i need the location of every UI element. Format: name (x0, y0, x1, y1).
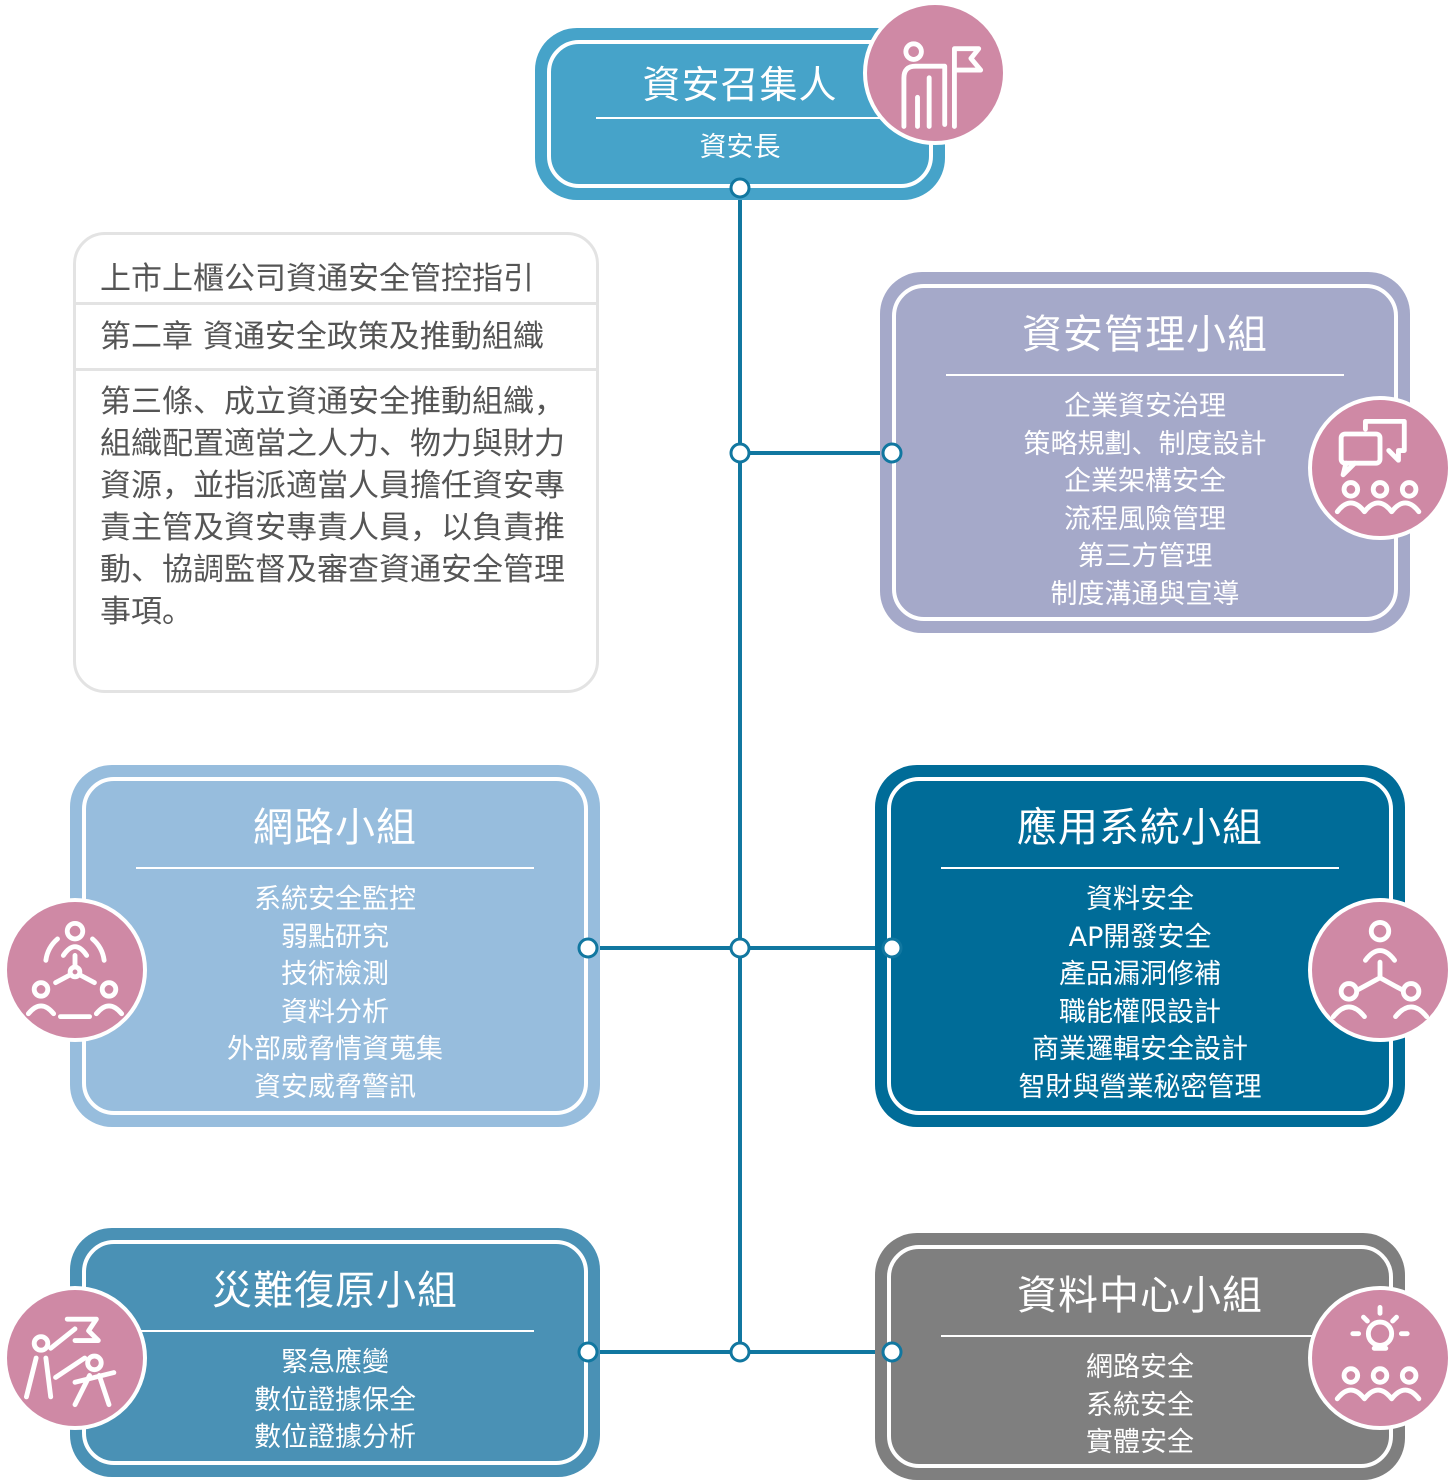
leader-flag-icon (863, 1, 1007, 145)
group-item: 商業邏輯安全設計 (1032, 1034, 1248, 1065)
management-group-box: 資安管理小組 企業資安治理 策略規劃、制度設計 企業架構安全 流程風險管理 第三… (880, 272, 1410, 633)
group-item: 職能權限設計 (1059, 996, 1221, 1028)
group-item: 數位證據分析 (254, 1422, 416, 1453)
group-title: 資安管理小組 (1022, 312, 1268, 358)
group-item: 制度溝通與宣導 (1050, 578, 1240, 610)
group-item: 智財與營業秘密管理 (1018, 1071, 1262, 1103)
group-item: 企業資安治理 (1064, 391, 1226, 422)
guideline-card: 上市上櫃公司資通安全管控指引 第二章 資通安全政策及推動組織 第三條、成立資通安… (73, 232, 599, 693)
group-title: 應用系統小組 (1017, 805, 1263, 851)
group-item: 資料分析 (281, 996, 389, 1028)
group-item: AP開發安全 (1068, 921, 1212, 953)
group-item: 資料安全 (1086, 884, 1194, 915)
group-item: 企業架構安全 (1064, 466, 1226, 497)
group-item: 系統安全 (1086, 1389, 1194, 1421)
rescue-team-icon (3, 1286, 147, 1430)
group-item: 技術檢測 (281, 959, 389, 990)
discussion-group-icon (1308, 396, 1452, 540)
convener-title: 資安召集人 (642, 63, 838, 107)
group-item: 流程風險管理 (1064, 503, 1226, 535)
group-title: 災難復原小組 (212, 1268, 458, 1314)
group-item: 策略規劃、制度設計 (1023, 428, 1267, 460)
group-item: 實體安全 (1086, 1427, 1194, 1458)
group-item: 產品漏洞修補 (1059, 959, 1221, 990)
group-item: 外部威脅情資蒐集 (227, 1034, 443, 1065)
guideline-chapter: 第二章 資通安全政策及推動組織 (76, 305, 596, 371)
group-item: 網路安全 (1086, 1352, 1194, 1383)
group-item: 系統安全監控 (254, 884, 416, 915)
group-item: 資安威脅警訊 (254, 1071, 416, 1103)
group-title: 資料中心小組 (1017, 1273, 1263, 1319)
convener-subtitle: 資安長 (699, 132, 781, 163)
network-group-box: 網路小組 系統安全監控 弱點研究 技術檢測 資料分析 外部威脅情資蒐集 資安威脅… (70, 765, 600, 1127)
group-item: 第三方管理 (1077, 541, 1213, 572)
idea-team-icon (1308, 1286, 1452, 1430)
recovery-group-box: 災難復原小組 緊急應變 數位證據保全 數位證據分析 (70, 1228, 600, 1477)
network-team-icon (3, 898, 147, 1042)
hierarchy-team-icon (1308, 898, 1452, 1042)
group-title: 網路小組 (253, 805, 417, 851)
group-item: 緊急應變 (281, 1347, 389, 1378)
group-item: 數位證據保全 (254, 1384, 416, 1416)
guideline-article: 第三條、成立資通安全推動組織，組織配置適當之人力、物力與財力資源，並指派適當人員… (100, 384, 565, 630)
group-item: 弱點研究 (281, 921, 389, 953)
guideline-title: 上市上櫃公司資通安全管控指引 (76, 235, 596, 305)
